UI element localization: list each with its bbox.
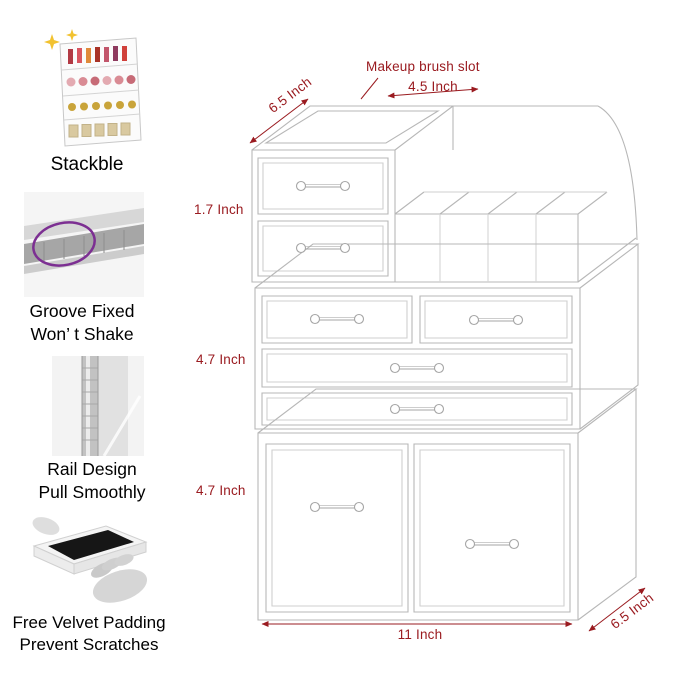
groove-fixed-photo [24,192,144,297]
rail-design-photo [52,356,144,456]
drawer-handles [295,180,524,550]
feature-caption-stackable: Stackble [12,152,162,177]
dim-bottom-height: 4.7 Inch [196,483,246,498]
velvet-pad [48,530,134,560]
caption-line: Stackble [50,154,124,175]
velvet-padding-photo [32,517,148,603]
feature-caption-rail: Rail Design Pull Smoothly [12,458,172,504]
feature-caption-velvet: Free Velvet Padding Prevent Scratches [0,612,178,657]
caption-line: Prevent Scratches [19,635,159,655]
dim-top-width: 4.5 Inch [408,79,458,94]
caption-line: Groove Fixed [29,301,135,321]
brush-slot-label: Makeup brush slot [366,59,480,74]
caption-line: Pull Smoothly [38,482,146,503]
caption-line: Free Velvet Padding [12,613,166,632]
feature-caption-groove: Groove Fixed Won’ t Shake [2,300,162,346]
caption-line: Won’ t Shake [30,324,134,345]
dim-middle-height: 4.7 Inch [196,352,246,367]
stackable-photo [44,29,142,147]
organizer-outline [251,105,640,621]
dimension-arrows [249,77,646,632]
dim-bottom-width: 11 Inch [397,627,443,642]
caption-line: Rail Design [47,459,137,479]
groove-highlight-circle [32,221,96,267]
dim-top-height: 1.7 Inch [194,202,244,217]
